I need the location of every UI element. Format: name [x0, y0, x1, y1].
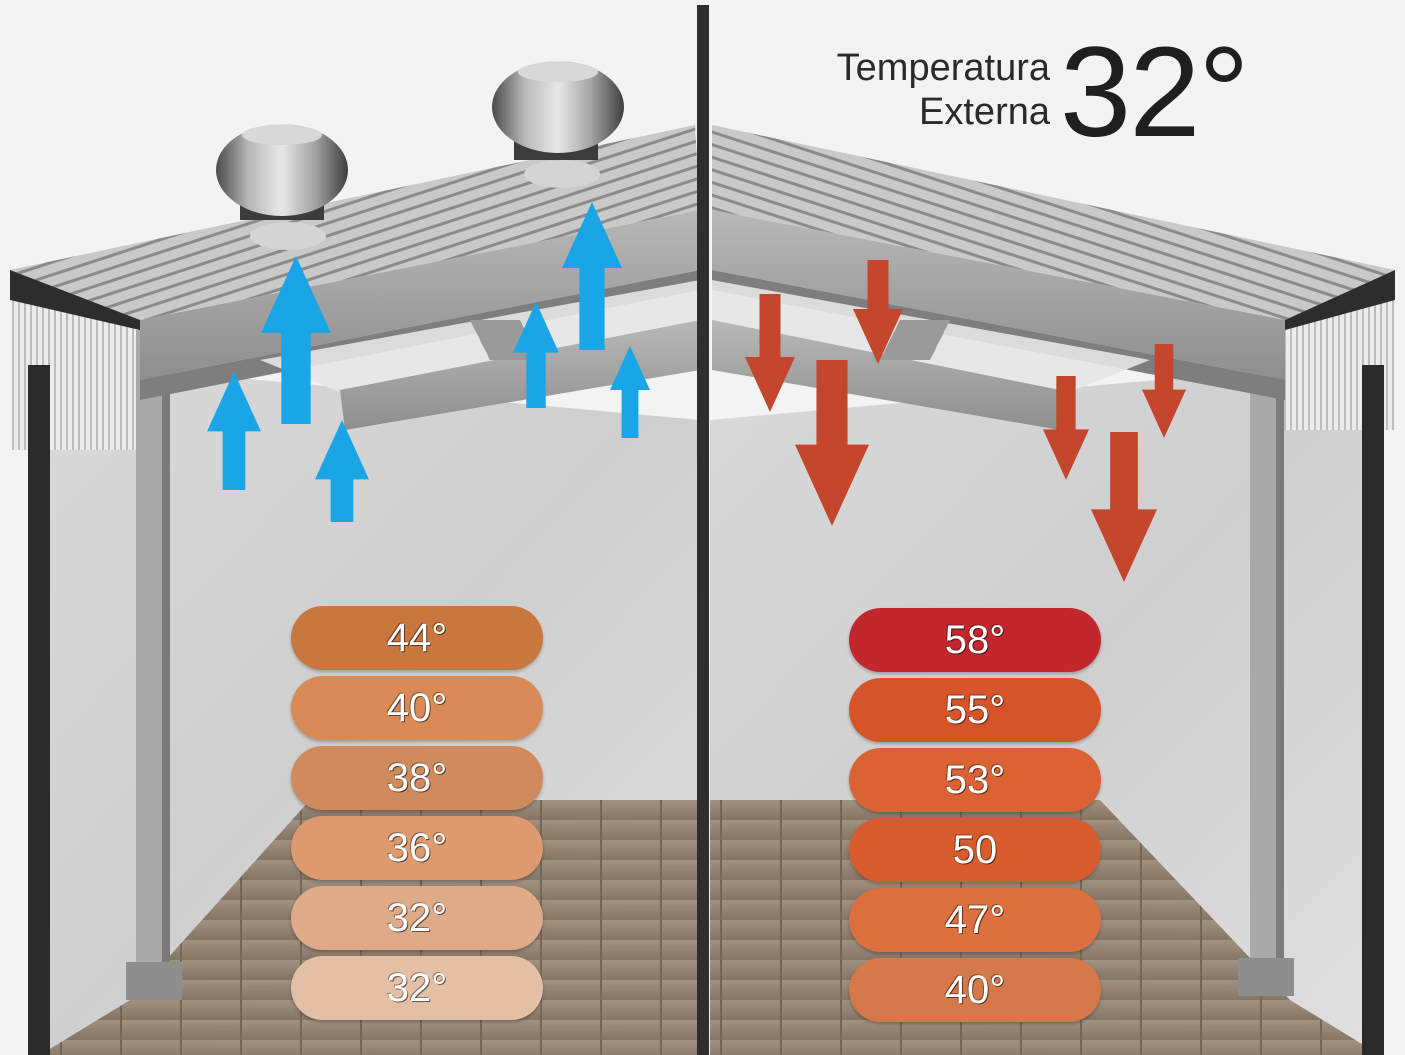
right-column-base [1238, 958, 1294, 996]
temperature-pill: 38° [291, 746, 543, 810]
down-arrow [1091, 432, 1157, 582]
external-temperature-label-line2: Externa [919, 91, 1050, 133]
temperature-pill: 47° [849, 888, 1101, 952]
external-temperature-header: Temperatura Externa 32° [800, 21, 1360, 164]
external-temperature-value: 32° [1060, 21, 1250, 164]
external-temperature-label-line1: Temperatura [836, 47, 1050, 89]
up-arrow [315, 420, 369, 522]
down-arrow [853, 260, 903, 364]
up-arrow [261, 256, 331, 424]
right-secondary-beam [712, 320, 1060, 430]
down-arrow [795, 360, 869, 526]
up-arrow [610, 346, 650, 438]
temperature-pill: 58° [849, 608, 1101, 672]
turbine-ventilator [492, 61, 624, 160]
right-main-beam [712, 210, 1285, 380]
temperature-pill: 40° [291, 676, 543, 740]
right-steel-column [1250, 325, 1276, 965]
up-airflow-arrows [207, 202, 650, 522]
temperature-pill: 40° [849, 958, 1101, 1022]
temperature-pill: 44° [291, 606, 543, 670]
left-outer-post [28, 365, 50, 1055]
temperature-pill: 53° [849, 748, 1101, 812]
temperature-pill: 32° [291, 956, 543, 1020]
temperature-pill: 50 [849, 818, 1101, 882]
left-column-base [126, 962, 182, 1000]
vent-opening [250, 222, 326, 250]
external-temperature-label: Temperatura Externa [800, 46, 1050, 134]
center-divider [697, 5, 709, 1055]
down-airflow-arrows [745, 260, 1186, 582]
left-temperature-stack: 44° 40° 38° 36° 32° 32° [291, 606, 543, 1020]
right-outer-post [1362, 365, 1384, 1055]
down-arrow [745, 294, 795, 412]
left-steel-column [136, 330, 162, 970]
temperature-pill: 55° [849, 678, 1101, 742]
left-main-beam [140, 210, 700, 380]
turbine-ventilator [216, 124, 348, 220]
right-roof-sheeting [712, 125, 1395, 320]
down-arrow [1142, 344, 1186, 438]
vent-opening [524, 160, 600, 188]
left-secondary-beam [340, 320, 700, 430]
up-arrow [562, 202, 622, 350]
up-arrow [513, 302, 559, 408]
temperature-pill: 32° [291, 886, 543, 950]
up-arrow [207, 372, 261, 490]
down-arrow [1043, 376, 1089, 480]
right-temperature-stack: 58° 55° 53° 50 47° 40° [849, 608, 1101, 1022]
temperature-pill: 36° [291, 816, 543, 880]
